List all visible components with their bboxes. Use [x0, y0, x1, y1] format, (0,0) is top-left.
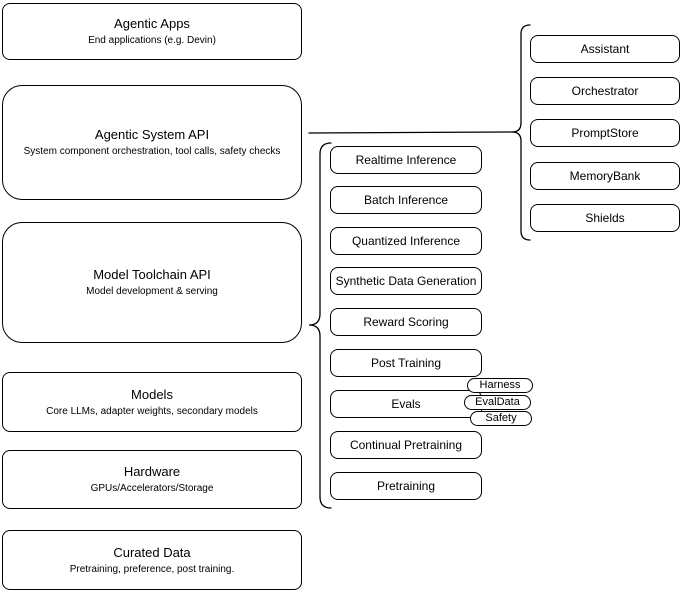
layer-title: Model Toolchain API — [93, 267, 211, 282]
layer-agentic-apps: Agentic Apps End applications (e.g. Devi… — [2, 3, 302, 60]
eval-tag-label: EvalData — [475, 396, 520, 408]
system-api-to-components-line — [308, 131, 513, 134]
component-label: Orchestrator — [571, 84, 639, 98]
toolchain-services-brace — [308, 142, 332, 509]
service-realtime-inference: Realtime Inference — [330, 146, 482, 174]
service-label: Continual Pretraining — [349, 438, 463, 452]
component-orchestrator: Orchestrator — [530, 77, 680, 105]
component-shields: Shields — [530, 204, 680, 232]
component-label: MemoryBank — [569, 169, 641, 183]
layer-models: Models Core LLMs, adapter weights, secon… — [2, 372, 302, 432]
layer-curated-data: Curated Data Pretraining, preference, po… — [2, 530, 302, 590]
service-synthetic-data-generation: Synthetic Data Generation — [330, 267, 482, 295]
layer-subtitle: GPUs/Accelerators/Storage — [90, 483, 214, 494]
layer-agentic-system-api: Agentic System API System component orch… — [2, 85, 302, 200]
layer-title: Curated Data — [113, 544, 191, 560]
service-reward-scoring: Reward Scoring — [330, 308, 482, 336]
service-label: Reward Scoring — [363, 315, 449, 329]
service-post-training: Post Training — [330, 349, 482, 377]
component-label: Assistant — [580, 42, 630, 56]
service-label: Batch Inference — [363, 193, 449, 207]
service-batch-inference: Batch Inference — [330, 186, 482, 214]
layer-model-toolchain-api: Model Toolchain API Model development & … — [2, 222, 302, 343]
eval-tag-safety: Safety — [470, 411, 532, 426]
service-label: Pretraining — [376, 479, 436, 493]
layer-subtitle: End applications (e.g. Devin) — [88, 35, 216, 46]
component-assistant: Assistant — [530, 35, 680, 63]
service-label: Post Training — [370, 356, 442, 370]
layer-subtitle: Pretraining, preference, post training. — [69, 563, 235, 575]
component-label: PromptStore — [571, 126, 639, 140]
service-label: Evals — [391, 397, 421, 411]
eval-tag-harness: Harness — [467, 378, 533, 393]
system-components-brace — [511, 24, 531, 241]
service-evals: Evals — [330, 390, 482, 418]
layer-title: Agentic System API — [94, 127, 210, 142]
service-quantized-inference: Quantized Inference — [330, 227, 482, 255]
layer-title: Agentic Apps — [114, 16, 190, 31]
layer-subtitle: Model development & serving — [86, 286, 218, 297]
service-pretraining: Pretraining — [330, 472, 482, 500]
eval-tag-label: Harness — [479, 379, 521, 391]
layer-title: Hardware — [123, 464, 181, 479]
component-promptstore: PromptStore — [530, 119, 680, 147]
eval-tag-evaldata: EvalData — [464, 395, 531, 410]
service-continual-pretraining: Continual Pretraining — [330, 431, 482, 459]
layer-subtitle: System component orchestration, tool cal… — [23, 146, 281, 157]
service-label: Realtime Inference — [355, 153, 457, 167]
service-label: Quantized Inference — [351, 234, 461, 248]
component-memorybank: MemoryBank — [530, 162, 680, 190]
layer-subtitle: Core LLMs, adapter weights, secondary mo… — [46, 405, 258, 417]
eval-tag-label: Safety — [485, 412, 517, 424]
layer-hardware: Hardware GPUs/Accelerators/Storage — [2, 450, 302, 509]
component-label: Shields — [585, 211, 625, 225]
layer-title: Models — [131, 386, 173, 402]
service-label: Synthetic Data Generation — [335, 274, 477, 288]
